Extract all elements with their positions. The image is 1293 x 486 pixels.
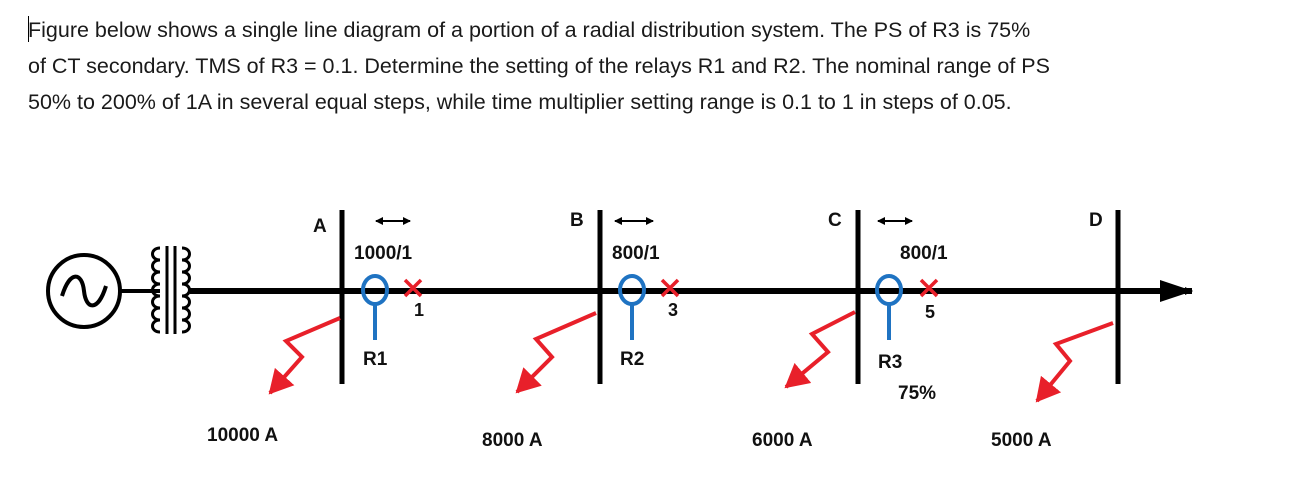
- breaker-number-1: 1: [414, 300, 424, 320]
- ct-icon: [875, 274, 903, 340]
- fault-current-d: 5000 A: [991, 430, 1052, 451]
- breaker-icon: [660, 278, 680, 298]
- fault-current-c: 6000 A: [752, 430, 813, 451]
- bus-label-a: A: [313, 216, 327, 237]
- relay-label-r1: R1: [363, 349, 388, 370]
- relay-label-r3: R3: [878, 352, 902, 373]
- feeder-arrow-icon: [1160, 280, 1193, 302]
- fault-current-b: 8000 A: [482, 430, 543, 451]
- fault-icon: [1035, 321, 1114, 403]
- relay-label-r2: R2: [620, 349, 644, 370]
- breaker-number-5: 5: [925, 302, 935, 322]
- breaker-icon: [919, 278, 939, 298]
- bus-label-b: B: [570, 210, 584, 231]
- ct-ratio-1: 1000/1: [354, 243, 413, 264]
- problem-line-3: 50% to 200% of 1A in several equal steps…: [28, 90, 1012, 114]
- problem-line-2: of CT secondary. TMS of R3 = 0.1. Determ…: [28, 54, 1050, 78]
- fault-icon: [784, 310, 856, 389]
- problem-line-1: Figure below shows a single line diagram…: [28, 18, 1031, 42]
- ct-ratio-3: 800/1: [900, 243, 948, 264]
- relay-ps-label: 75%: [898, 383, 936, 404]
- ct-ratio-2: 800/1: [612, 243, 660, 264]
- bus-label-d: D: [1089, 210, 1103, 231]
- ct-icon: [618, 274, 646, 340]
- text-cursor: [28, 16, 29, 42]
- transformer-icon: [151, 246, 191, 334]
- ct-icon: [361, 274, 389, 340]
- fault-current-a: 10000 A: [207, 425, 278, 446]
- bus-label-c: C: [828, 210, 842, 231]
- breaker-icon: [403, 278, 423, 298]
- generator-icon: [46, 253, 122, 329]
- fault-icon: [515, 311, 597, 394]
- fault-icon: [268, 316, 341, 395]
- breaker-number-3: 3: [668, 300, 678, 320]
- problem-statement: Figure below shows a single line diagram…: [28, 12, 1278, 120]
